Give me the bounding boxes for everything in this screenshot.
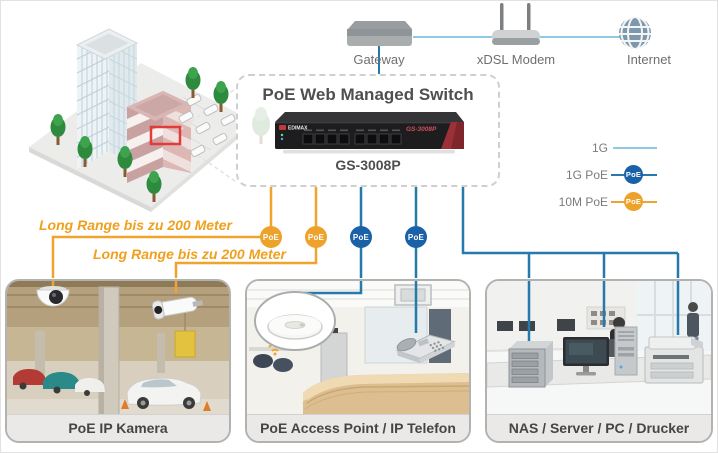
pc-tower-icon <box>614 326 638 376</box>
highlight-rectangle <box>149 125 182 146</box>
ip-phone-icon <box>395 334 456 364</box>
xdsl-modem-label: xDSL Modem <box>476 52 556 67</box>
watermark-tree <box>252 107 270 144</box>
white-sedan <box>126 377 202 409</box>
poe-badge-ap: PoE <box>350 226 372 248</box>
line-poe10m-camera-2 <box>174 187 318 278</box>
office-photo <box>247 281 469 415</box>
line-1g-lan <box>461 187 680 278</box>
garage-cars <box>13 369 105 396</box>
poe-badge-phone: PoE <box>405 226 427 248</box>
trees <box>50 67 229 202</box>
pink-building <box>127 91 191 183</box>
legend: 1G 1G PoE PoE 10M PoE PoE <box>541 137 701 217</box>
switch-device-image: EDIMAX GS-3008P <box>275 112 464 154</box>
legend-badge-1g-poe: PoE <box>624 165 643 184</box>
legend-label-1g-poe: 1G PoE <box>565 168 608 182</box>
parking-garage-photo <box>7 281 229 415</box>
gateway-icon <box>347 21 412 46</box>
panel-poe-ip-camera: PoE IP Kamera <box>5 279 231 443</box>
modern-office-photo <box>487 281 711 415</box>
caption-ap-phone: PoE Access Point / IP Telefon <box>247 414 469 441</box>
switch-brand-text: EDIMAX <box>288 126 308 132</box>
pc-monitor-icon <box>563 337 609 376</box>
line-poe10m-camera-1 <box>51 187 273 278</box>
panel-ap-phone: PoE Access Point / IP Telefon <box>245 279 471 443</box>
legend-label-10m-poe: 10M PoE <box>558 195 608 209</box>
building-illustration <box>29 28 253 212</box>
printer-icon <box>644 336 704 384</box>
legend-line-1g <box>613 147 657 149</box>
switch-box: PoE Web Managed Switch EDIMAX GS-3008P <box>236 74 500 187</box>
nas-icon <box>508 341 553 388</box>
access-point-icon <box>254 291 336 351</box>
ceiling-vent <box>394 284 432 306</box>
xdsl-modem-icon <box>492 3 540 45</box>
long-range-label-2: Long Range bis zu 200 Meter <box>93 246 286 262</box>
internet-label: Internet <box>626 52 672 67</box>
caption-nas-server-pc-printer: NAS / Server / PC / Drucker <box>487 414 711 441</box>
bullet-camera-icon <box>151 296 204 320</box>
legend-label-1g: 1G <box>591 141 608 155</box>
poe-badge-camera-1: PoE <box>260 226 282 248</box>
legend-badge-10m-poe: PoE <box>624 192 643 211</box>
switch-model-caption: GS-3008P <box>335 157 401 173</box>
poe-badge-camera-2: PoE <box>305 226 327 248</box>
caption-poe-ip-camera: PoE IP Kamera <box>7 414 229 441</box>
dome-camera-icon <box>36 286 70 307</box>
long-range-label-1: Long Range bis zu 200 Meter <box>39 217 232 233</box>
internet-globe-icon <box>619 16 651 50</box>
parked-cars <box>178 94 236 157</box>
panel-nas-server-pc-printer: NAS / Server / PC / Drucker <box>485 279 713 443</box>
switch-title: PoE Web Managed Switch <box>262 85 474 104</box>
gateway-label: Gateway <box>353 52 405 67</box>
switch-model-text: GS-3008P <box>406 126 437 133</box>
reception-desk <box>303 373 469 415</box>
